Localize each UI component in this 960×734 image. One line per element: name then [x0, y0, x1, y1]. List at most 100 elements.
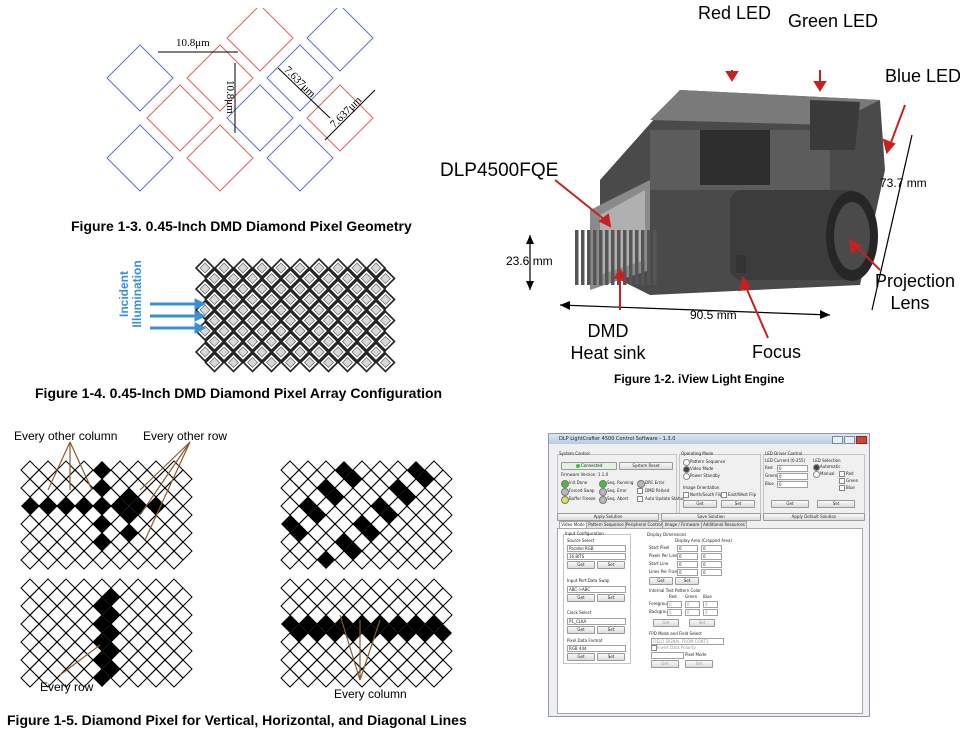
pixel-mode-input[interactable]	[651, 652, 684, 659]
mode-radio-1[interactable]	[683, 466, 690, 473]
led-red-checkbox[interactable]	[839, 471, 845, 477]
array-pixel-inner	[380, 336, 391, 347]
dim-cropped-input-3[interactable]: 0	[701, 569, 722, 576]
grid-pixel	[280, 478, 300, 498]
clock-get-button[interactable]: Get	[567, 626, 595, 634]
dim-input-0[interactable]: 0	[677, 545, 698, 552]
dim-cropped-input-1[interactable]: 0	[701, 553, 722, 560]
apply-solution-button[interactable]: Apply Solution	[557, 513, 659, 521]
led-green-checkbox[interactable]	[839, 478, 845, 484]
led-red-input[interactable]: 0	[777, 465, 808, 472]
tab-4[interactable]: Additional Resources	[701, 521, 747, 528]
ns-flip-label: North/South Flip	[690, 492, 723, 497]
width-dimension-label: 90.5 mm	[690, 308, 737, 322]
grid-pixel	[146, 632, 166, 652]
grid-pixel	[388, 460, 408, 480]
clock-set-button[interactable]: Set	[597, 626, 625, 634]
figure-1-3-caption: Figure 1-3. 0.45-Inch DMD Diamond Pixel …	[71, 218, 412, 234]
filled-pixel	[308, 624, 326, 642]
led-get-button[interactable]: Get	[771, 500, 809, 508]
dims-get-button[interactable]: Get	[649, 577, 673, 585]
grid-pixel	[110, 550, 130, 570]
color-input-1-2[interactable]: 0	[703, 609, 718, 616]
grid-pixel	[433, 505, 453, 525]
color-input-0-0[interactable]: 0	[667, 601, 682, 608]
ew-flip-checkbox[interactable]	[721, 492, 727, 498]
grid-pixel	[316, 650, 336, 670]
led-blue-input[interactable]: 0	[777, 481, 808, 488]
filled-pixel	[290, 524, 308, 542]
color-input-1-1[interactable]: 0	[685, 609, 700, 616]
port-set-button[interactable]: Set	[597, 594, 625, 602]
array-pixel-inner	[332, 304, 344, 316]
pixel-diamond	[106, 124, 174, 192]
mode-radio-0[interactable]	[683, 459, 690, 466]
dim-cropped-input-2[interactable]: 0	[701, 561, 722, 568]
auto-update-checkbox[interactable]	[637, 496, 643, 502]
array-pixel-inner	[361, 336, 372, 347]
orientation-get-button[interactable]: Get	[683, 500, 717, 508]
array-pixel-inner	[370, 283, 382, 295]
dims-set-button[interactable]: Set	[675, 577, 699, 585]
array-pixel-inner	[294, 304, 306, 316]
tab-0[interactable]: Video Mode	[559, 521, 587, 528]
grid-pixel	[379, 523, 399, 543]
system-reset-button[interactable]: System Reset	[619, 462, 673, 470]
save-solution-button[interactable]: Save Solution	[661, 513, 761, 521]
pixel-format-dropdown[interactable]: RGB 444	[567, 645, 626, 652]
grid-pixel	[352, 596, 372, 616]
bits-dropdown[interactable]: 16 BITS	[567, 553, 626, 560]
source-set-button[interactable]: Set	[597, 561, 625, 569]
mode-radio-2[interactable]	[683, 473, 690, 480]
array-pixel-inner	[361, 294, 372, 305]
ns-flip-checkbox[interactable]	[683, 492, 689, 498]
format-get-button[interactable]: Get	[567, 653, 595, 661]
format-set-button[interactable]: Set	[597, 653, 625, 661]
color-input-0-2[interactable]: 0	[703, 601, 718, 608]
tab-3[interactable]: Image / Firmware	[662, 521, 702, 528]
figure-1-5-caption: Figure 1-5. Diamond Pixel for Vertical, …	[7, 712, 467, 728]
firmware-version: Firmware Version: 1.1.0	[561, 472, 609, 477]
fpd-dropdown[interactable]: FIELD SIGNAL FROM CONT1	[651, 638, 724, 645]
source-get-button[interactable]: Get	[567, 561, 595, 569]
led-green-input[interactable]: 0	[777, 473, 808, 480]
grid-pixel	[119, 641, 139, 661]
status-led-7	[599, 496, 607, 504]
close-button[interactable]	[856, 436, 867, 444]
led-blue-checkbox[interactable]	[839, 485, 845, 491]
grid-pixel	[424, 532, 444, 552]
tab-1[interactable]: Pattern Sequence	[586, 521, 626, 528]
filled-pixel	[93, 479, 111, 497]
color-input-0-1[interactable]: 0	[685, 601, 700, 608]
port-get-button[interactable]: Get	[567, 594, 595, 602]
grid-pixel	[164, 668, 184, 688]
clock-select-dropdown[interactable]: P1_CLKA	[567, 618, 626, 625]
dim-input-2[interactable]: 0	[677, 561, 698, 568]
grid-pixel	[325, 641, 345, 661]
color-get-button[interactable]: Get	[653, 619, 679, 627]
orientation-set-button[interactable]: Set	[721, 500, 755, 508]
color-set-button[interactable]: Set	[689, 619, 715, 627]
diamond-pixel-lines-diagram	[20, 441, 453, 688]
apply-default-solution-button[interactable]: Apply Default Solution	[763, 513, 865, 521]
manual-radio[interactable]	[813, 471, 820, 478]
pixel-diamond	[266, 124, 334, 192]
fpd-get-button[interactable]: Get	[651, 660, 679, 668]
automatic-radio[interactable]	[813, 464, 820, 471]
dim-cropped-input-0[interactable]: 0	[701, 545, 722, 552]
grid-pixel	[334, 668, 354, 688]
maximize-button[interactable]	[844, 436, 855, 444]
invert-polarity-checkbox[interactable]	[651, 645, 657, 651]
minimize-button[interactable]	[832, 436, 843, 444]
port-swap-dropdown[interactable]: ABC->ABC	[567, 586, 626, 593]
fpd-set-button[interactable]: Set	[685, 660, 713, 668]
grid-pixel	[146, 550, 166, 570]
led-set-button[interactable]: Set	[817, 500, 855, 508]
color-input-1-0[interactable]: 0	[667, 609, 682, 616]
dim-input-3[interactable]: 0	[677, 569, 698, 576]
connected-button[interactable]: Connected	[561, 462, 617, 470]
dim-input-1[interactable]: 0	[677, 553, 698, 560]
tab-2[interactable]: Peripheral Control	[625, 521, 663, 528]
source-select-dropdown[interactable]: Parallel RGB	[567, 545, 626, 552]
dmd-parked-checkbox[interactable]	[637, 488, 643, 494]
